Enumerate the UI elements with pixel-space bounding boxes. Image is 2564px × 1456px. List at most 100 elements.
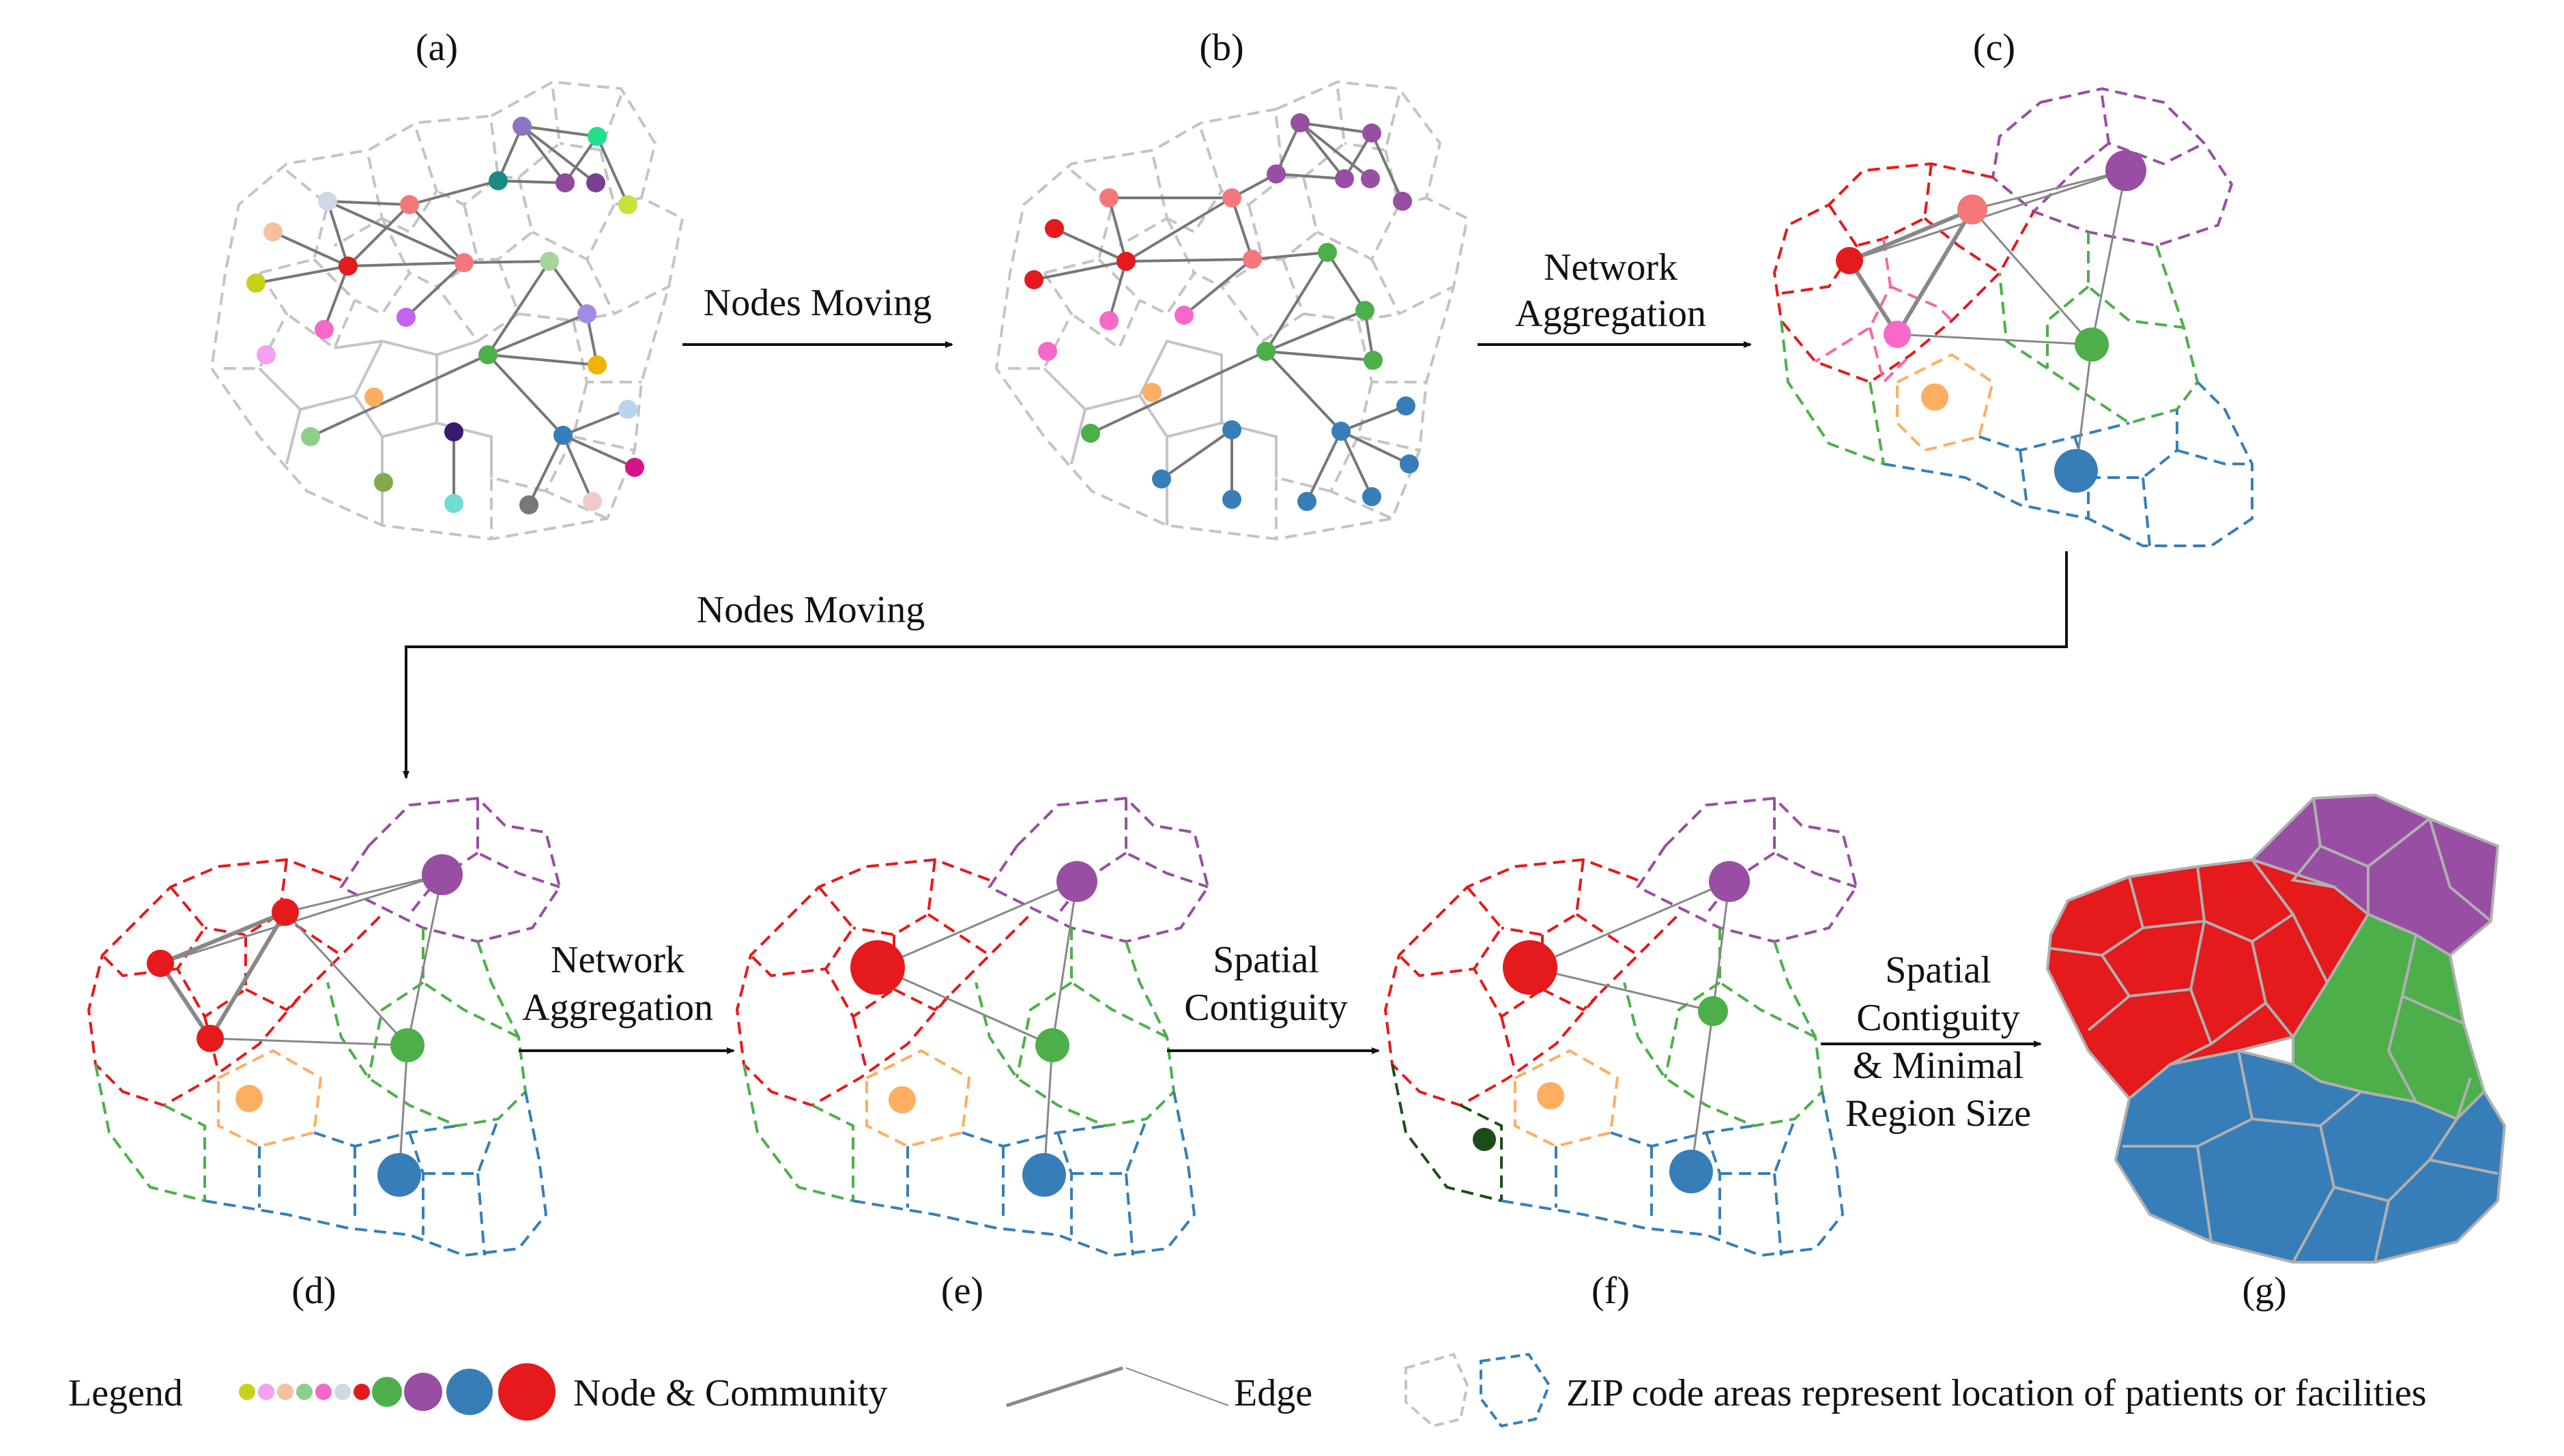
node bbox=[618, 195, 637, 214]
node bbox=[513, 117, 532, 136]
legend-edge-label: Edge bbox=[1234, 1372, 1312, 1414]
nodes-a bbox=[246, 117, 644, 514]
nodes-d bbox=[147, 854, 463, 1197]
arrow-d-e-label-0: Network bbox=[551, 939, 685, 981]
community-node bbox=[422, 854, 463, 895]
panel-a: (a) bbox=[210, 27, 685, 541]
legend-node bbox=[258, 1384, 274, 1400]
legend-node bbox=[354, 1384, 370, 1400]
community-node bbox=[272, 899, 299, 926]
arrow-d-e: Network Aggregation bbox=[519, 939, 735, 1054]
node bbox=[553, 426, 573, 445]
arrow-e-f-label-0: Spatial bbox=[1213, 939, 1319, 981]
node bbox=[1318, 243, 1337, 262]
node bbox=[1099, 188, 1119, 207]
node bbox=[1222, 490, 1241, 509]
zip-areas-a bbox=[210, 80, 685, 541]
node bbox=[397, 308, 416, 327]
node bbox=[618, 400, 637, 419]
panel-e: (e) bbox=[735, 796, 1210, 1312]
panel-label-e: (e) bbox=[941, 1270, 983, 1312]
community-node bbox=[2105, 150, 2146, 191]
community-node bbox=[1056, 861, 1097, 902]
panel-label-b: (b) bbox=[1199, 27, 1243, 69]
zip-areas-e bbox=[735, 796, 1210, 1257]
community-node bbox=[1503, 940, 1557, 995]
community-node bbox=[1921, 383, 1948, 411]
panel-label-d: (d) bbox=[291, 1270, 336, 1312]
zip-areas-b bbox=[994, 80, 1469, 541]
node bbox=[1256, 342, 1276, 361]
node bbox=[315, 320, 334, 339]
node bbox=[338, 257, 358, 276]
region-blue bbox=[2114, 1049, 2507, 1264]
node bbox=[1267, 164, 1286, 184]
nodes-c bbox=[1836, 150, 2146, 493]
node bbox=[318, 192, 337, 211]
community-node bbox=[1669, 1150, 1713, 1193]
node bbox=[1335, 169, 1354, 188]
node bbox=[1364, 351, 1383, 370]
legend-node bbox=[315, 1384, 332, 1400]
panel-c: (c) bbox=[1772, 27, 2253, 547]
community-node bbox=[1836, 247, 1863, 274]
arrow-c-d-label-0: Nodes Moving bbox=[697, 589, 925, 631]
panel-label-g: (g) bbox=[2242, 1270, 2286, 1312]
edges-a bbox=[255, 125, 635, 506]
edges-b bbox=[1033, 121, 1410, 502]
node bbox=[455, 253, 474, 272]
community-node bbox=[1884, 321, 1911, 348]
community-node bbox=[2054, 449, 2098, 493]
node bbox=[588, 355, 607, 375]
arrow-c-d: Nodes Moving bbox=[403, 551, 2068, 779]
nodes-e bbox=[850, 861, 1097, 1197]
node bbox=[1152, 469, 1171, 489]
node bbox=[1038, 342, 1057, 361]
community-node bbox=[1473, 1128, 1496, 1151]
arrow-b-c-label-0: Network bbox=[1544, 246, 1677, 289]
panel-d: (d) bbox=[87, 796, 562, 1312]
edges-c bbox=[1847, 169, 2127, 471]
nodes-f bbox=[1473, 861, 1750, 1193]
legend-zip-label: ZIP code areas represent location of pat… bbox=[1566, 1372, 2427, 1414]
panel-label-c: (c) bbox=[1973, 27, 2015, 69]
node bbox=[625, 458, 644, 477]
panel-label-a: (a) bbox=[416, 27, 458, 69]
legend-title: Legend bbox=[68, 1372, 183, 1414]
node bbox=[1297, 492, 1316, 511]
node bbox=[1045, 219, 1064, 238]
node bbox=[588, 127, 607, 146]
community-node bbox=[1035, 1028, 1069, 1062]
panel-label-f: (f) bbox=[1591, 1270, 1630, 1312]
node bbox=[1396, 396, 1415, 416]
edges-f bbox=[1529, 880, 1731, 1172]
legend-node bbox=[446, 1369, 493, 1415]
community-node bbox=[1022, 1153, 1066, 1197]
community-node bbox=[235, 1085, 263, 1112]
legend-node bbox=[277, 1384, 293, 1400]
legend-zip-sample bbox=[1405, 1352, 1551, 1428]
arrow-f-g-label-0: Spatial bbox=[1885, 949, 1991, 991]
node bbox=[1362, 487, 1381, 506]
community-node bbox=[1957, 194, 1987, 224]
node bbox=[263, 222, 283, 242]
zip-areas-b-solid bbox=[1043, 339, 1278, 525]
panel-b: (b) bbox=[994, 27, 1469, 541]
community-node bbox=[197, 1025, 224, 1052]
node bbox=[1099, 311, 1119, 330]
legend-node-swatches bbox=[239, 1363, 556, 1421]
node bbox=[1081, 424, 1100, 443]
node bbox=[374, 473, 393, 492]
zip-areas-d bbox=[87, 796, 562, 1257]
node bbox=[586, 173, 605, 192]
arrow-b-c-label-1: Aggregation bbox=[1515, 293, 1706, 335]
arrow-a-b: Nodes Moving bbox=[682, 282, 953, 348]
node bbox=[1400, 454, 1419, 474]
node bbox=[519, 495, 538, 514]
zip-areas-c bbox=[1772, 87, 2253, 547]
node bbox=[577, 304, 596, 323]
node bbox=[1222, 420, 1241, 439]
arrow-b-c: Network Aggregation bbox=[1478, 246, 1752, 348]
node bbox=[444, 422, 463, 441]
